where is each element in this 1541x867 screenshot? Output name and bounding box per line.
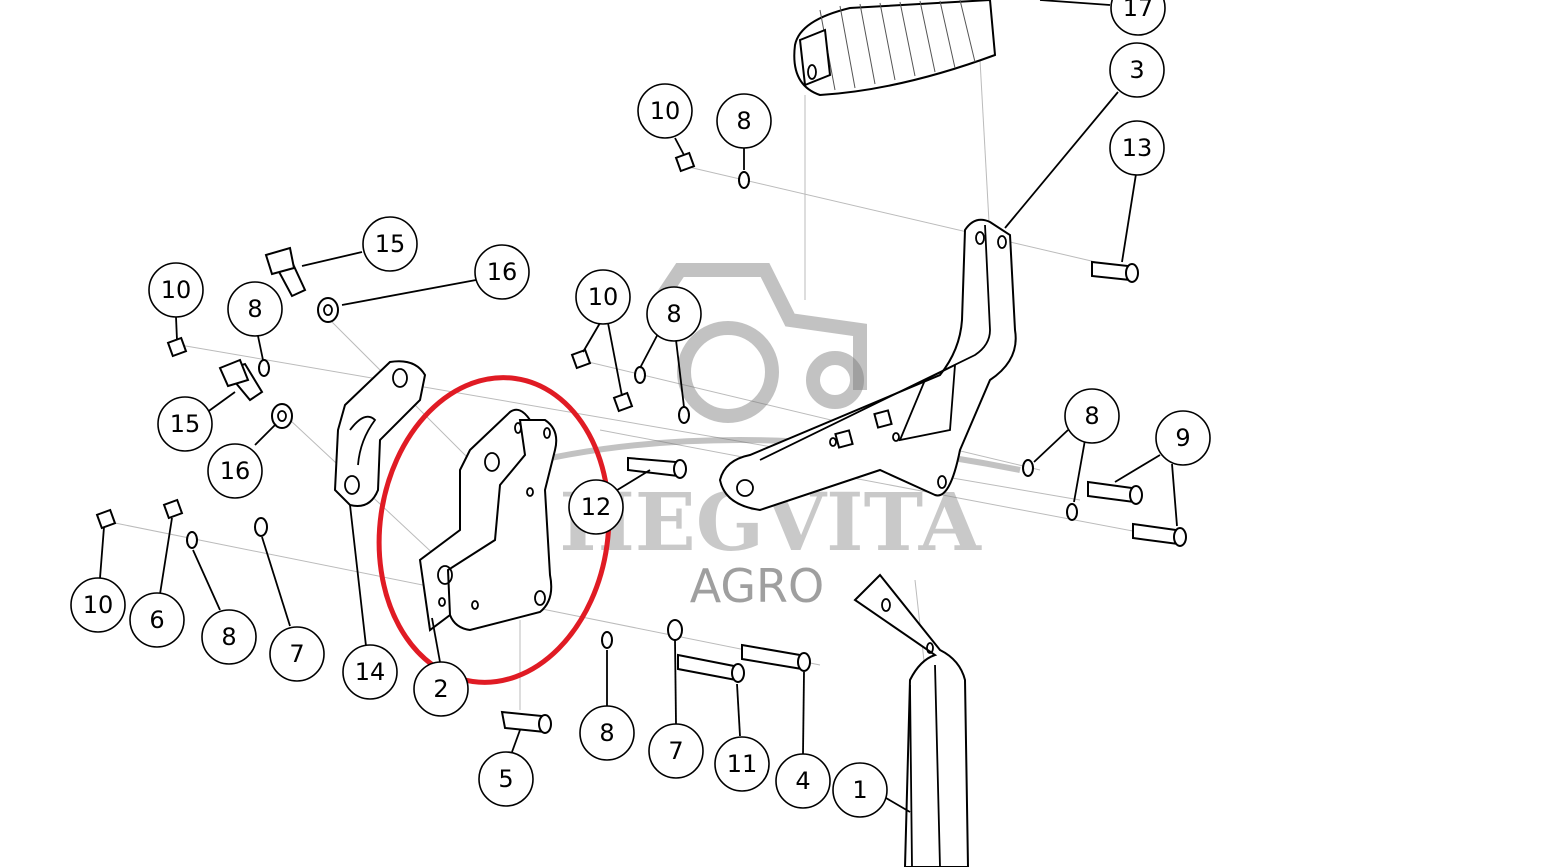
bolt-11 <box>677 653 738 682</box>
svg-text:10: 10 <box>161 276 192 304</box>
callout-15: 15 <box>157 396 213 452</box>
bolt-9-upper <box>1087 480 1136 504</box>
tractor-watermark-icon <box>654 263 867 390</box>
svg-text:14: 14 <box>355 658 386 686</box>
callout-8: 8 <box>646 286 702 342</box>
bolt-13 <box>1091 260 1132 282</box>
svg-text:8: 8 <box>599 719 614 747</box>
svg-text:15: 15 <box>375 230 406 258</box>
svg-text:8: 8 <box>666 300 681 328</box>
svg-text:1: 1 <box>852 776 867 804</box>
svg-text:4: 4 <box>795 767 810 795</box>
callout-4: 4 <box>775 753 831 809</box>
washer-7-low <box>667 619 683 641</box>
bolt-12 <box>627 456 680 478</box>
callout-8: 8 <box>1064 388 1120 444</box>
svg-text:9: 9 <box>1175 424 1190 452</box>
callout-10: 10 <box>148 262 204 318</box>
callout-8: 8 <box>579 705 635 761</box>
main-arm-part-3 <box>718 218 1017 512</box>
tractor-small-wheel-watermark-icon <box>806 351 864 409</box>
svg-text:3: 3 <box>1129 56 1144 84</box>
washer-7-left <box>254 517 268 537</box>
svg-text:16: 16 <box>220 457 251 485</box>
spring-part-17 <box>793 0 997 97</box>
nut-10-mid <box>570 348 592 370</box>
callout-8: 8 <box>227 281 283 337</box>
washer-8-right2 <box>1066 503 1078 521</box>
bracket-part-14 <box>333 360 427 507</box>
callout-14: 14 <box>342 644 398 700</box>
callout-7: 7 <box>269 626 325 682</box>
callout-12: 12 <box>568 479 624 535</box>
callout-8: 8 <box>716 93 772 149</box>
washer-16-upper <box>317 297 339 323</box>
callout-17: 17 <box>1110 0 1166 36</box>
svg-text:11: 11 <box>727 750 758 778</box>
callout-16: 16 <box>474 244 530 300</box>
washer-8-mid2 <box>678 406 690 424</box>
leader-lines <box>99 0 1178 813</box>
callout-10: 10 <box>637 83 693 139</box>
svg-text:12: 12 <box>581 493 612 521</box>
assembly-guide-lines <box>99 59 1181 710</box>
svg-text:8: 8 <box>247 295 262 323</box>
callout-8: 8 <box>201 609 257 665</box>
svg-text:7: 7 <box>668 737 683 765</box>
nut-10-bottom <box>95 508 117 530</box>
washer-16-lower <box>271 403 293 429</box>
callout-10: 10 <box>575 269 631 325</box>
svg-text:10: 10 <box>83 591 114 619</box>
callout-5: 5 <box>478 751 534 807</box>
nut-10-left <box>166 336 188 358</box>
svg-text:17: 17 <box>1123 0 1154 22</box>
svg-text:10: 10 <box>650 97 681 125</box>
svg-text:7: 7 <box>289 640 304 668</box>
washer-8-left <box>258 359 270 377</box>
bolt-9-lower <box>1132 522 1180 546</box>
svg-text:15: 15 <box>170 410 201 438</box>
svg-text:5: 5 <box>498 765 513 793</box>
svg-text:6: 6 <box>149 606 164 634</box>
watermark-sub: AGRO <box>690 559 824 613</box>
callout-16: 16 <box>207 443 263 499</box>
svg-text:8: 8 <box>736 107 751 135</box>
washer-8-top <box>738 171 750 189</box>
callout-6: 6 <box>129 592 185 648</box>
svg-text:8: 8 <box>1084 402 1099 430</box>
nut-10-mid2 <box>612 391 634 413</box>
svg-text:16: 16 <box>487 258 518 286</box>
callout-2: 2 <box>413 661 469 717</box>
clamp-plate-part-2 <box>418 408 558 632</box>
callouts: 17 3 13 10 8 15 16 10 8 10 8 15 16 12 8 … <box>70 0 1211 818</box>
callout-11: 11 <box>714 736 770 792</box>
washer-8-low <box>601 631 613 649</box>
hardware <box>95 151 1187 734</box>
callout-9: 9 <box>1155 410 1211 466</box>
washer-8-bottom <box>186 531 198 549</box>
shank-part-1 <box>853 573 970 867</box>
svg-text:8: 8 <box>221 623 236 651</box>
svg-text:10: 10 <box>588 283 619 311</box>
callout-10: 10 <box>70 577 126 633</box>
watermark: HEGVITA AGRO <box>499 263 1021 613</box>
tractor-wheel-watermark-icon <box>677 321 779 423</box>
washer-8-mid <box>634 366 646 384</box>
callout-13: 13 <box>1109 120 1165 176</box>
svg-text:2: 2 <box>433 675 448 703</box>
callout-7: 7 <box>648 723 704 779</box>
nut-10-top <box>674 151 696 173</box>
callout-1: 1 <box>832 762 888 818</box>
nut-6 <box>162 498 184 520</box>
callout-15: 15 <box>362 216 418 272</box>
bolt-4 <box>741 643 804 671</box>
washer-8-right <box>1022 459 1034 477</box>
highlight-ellipse <box>376 375 612 685</box>
svg-text:13: 13 <box>1122 134 1153 162</box>
callout-3: 3 <box>1109 42 1165 98</box>
